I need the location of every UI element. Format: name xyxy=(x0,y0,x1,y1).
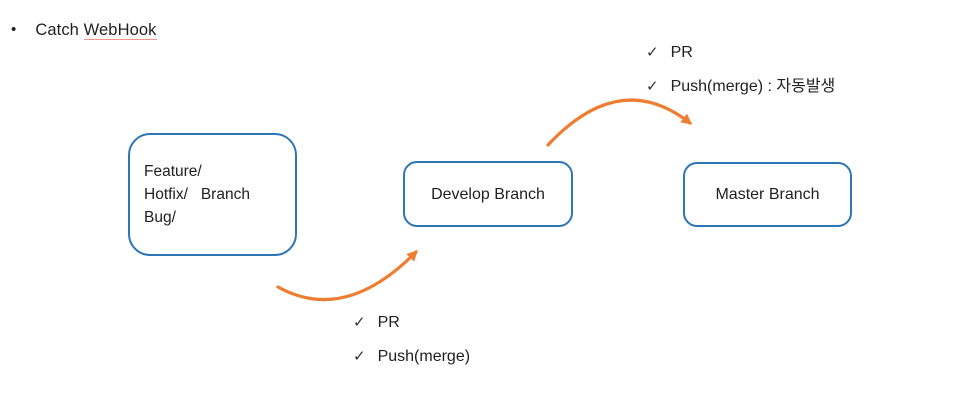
feature-hotfix-bug-branch-box: Feature/ Hotfix/ Branch Bug/ xyxy=(128,133,297,256)
develop-box-label: Develop Branch xyxy=(431,185,545,203)
check-icon: ✓ xyxy=(646,44,659,61)
title-underlined-word: WebHook xyxy=(83,21,157,40)
checklist-label: Push(merge) : 자동발생 xyxy=(670,78,836,95)
checklist-label: Push(merge) xyxy=(377,348,471,365)
list-item: ✓ PR xyxy=(353,312,470,334)
feature-to-develop-arrow xyxy=(276,250,418,302)
master-branch-box: Master Branch xyxy=(683,162,852,227)
check-icon: ✓ xyxy=(353,314,366,331)
develop-to-master-checklist: ✓ PR ✓ Push(merge) : 자동발생 xyxy=(646,42,835,98)
check-icon: ✓ xyxy=(646,78,659,95)
check-icon: ✓ xyxy=(353,348,366,365)
page-title: • Catch WebHook xyxy=(11,19,157,41)
title-prefix: Catch xyxy=(35,21,84,39)
list-item: ✓ Push(merge) : 자동발생 xyxy=(646,76,835,98)
checklist-label: PR xyxy=(670,44,693,61)
list-item: ✓ PR xyxy=(646,42,835,64)
develop-branch-box: Develop Branch xyxy=(403,161,573,227)
feature-box-label: Feature/ Hotfix/ Branch Bug/ xyxy=(144,163,250,226)
develop-to-master-arrow xyxy=(546,98,693,147)
master-box-label: Master Branch xyxy=(715,186,820,203)
bullet-icon: • xyxy=(11,21,17,38)
title-text: Catch WebHook xyxy=(35,19,157,41)
list-item: ✓ Push(merge) xyxy=(353,346,470,368)
feature-to-develop-checklist: ✓ PR ✓ Push(merge) xyxy=(353,312,470,368)
checklist-label: PR xyxy=(377,314,400,331)
